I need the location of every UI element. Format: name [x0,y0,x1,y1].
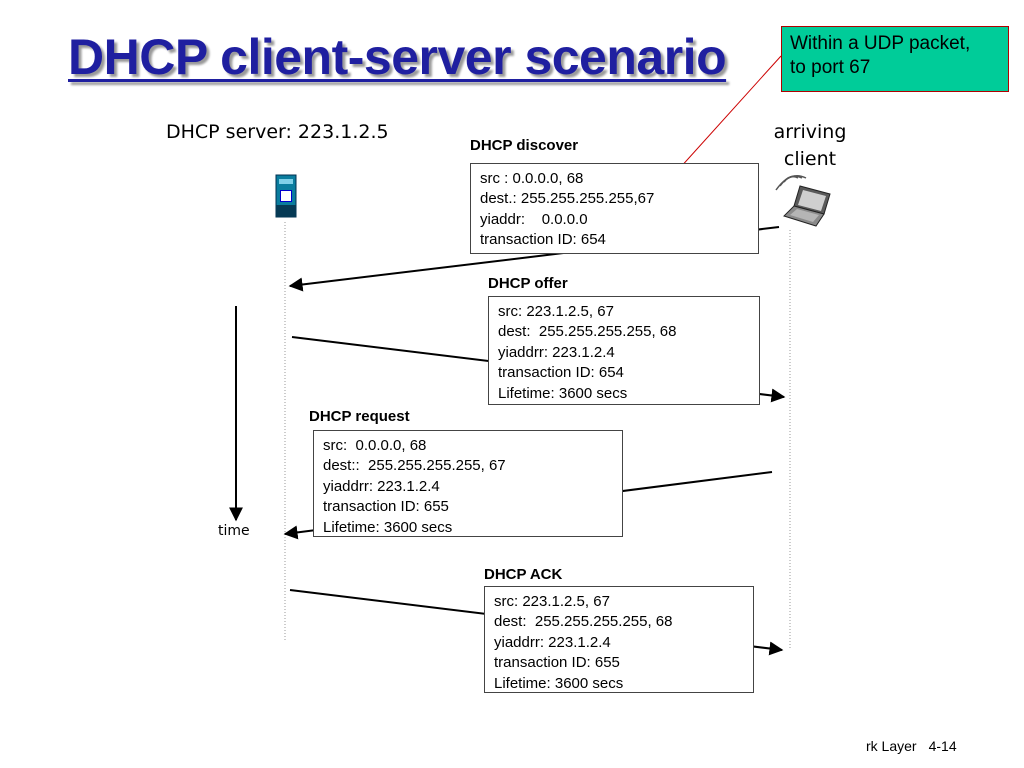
box-line: src: 223.1.2.5, 67 [494,593,610,610]
client-label-line-1: arriving [773,121,847,143]
box-line: transaction ID: 654 [480,231,606,249]
slide-footer: rk Layer 4-14 [866,738,957,754]
client-label: arriving client [760,119,860,173]
page-number: 4-14 [928,738,957,754]
box-line: src : 0.0.0.0, 68 [480,170,584,187]
discover-box: src : 0.0.0.0, 68 dest.: 255.255.255.255… [470,163,759,254]
client-label-line-2: client [783,148,837,170]
callout-line-2: to port 67 [790,57,871,78]
discover-title: DHCP discover [470,137,579,154]
laptop-wireless-icon [775,175,831,227]
box-line: dest: 255.255.255.255, 68 [498,323,677,341]
box-line: Lifetime: 3600 secs [323,518,453,536]
box-line: dest: 255.255.255.255, 68 [494,613,673,631]
ack-box: src: 223.1.2.5, 67 dest: 255.255.255.255… [484,586,754,693]
offer-box: src: 223.1.2.5, 67 dest: 255.255.255.255… [488,296,760,405]
box-line: yiaddrr: 223.1.2.4 [498,343,615,361]
server-tower-icon [275,174,297,218]
offer-title: DHCP offer [488,275,568,292]
time-label: time [218,523,250,539]
box-line: dest.: 255.255.255.255,67 [480,190,655,208]
ack-title: DHCP ACK [484,566,563,583]
box-line: dest:: 255.255.255.255, 67 [323,457,506,475]
box-line: yiaddr: 0.0.0.0 [480,210,588,228]
request-box: src: 0.0.0.0, 68 dest:: 255.255.255.255,… [313,430,623,537]
box-line: Lifetime: 3600 secs [498,384,628,402]
footer-chapter: rk Layer [866,738,917,754]
slide-title: DHCP client-server scenario [68,29,727,85]
box-line: yiaddrr: 223.1.2.4 [323,477,440,495]
udp-callout: Within a UDP packet, to port 67 [781,26,1009,92]
box-line: src: 0.0.0.0, 68 [323,437,427,454]
request-title: DHCP request [309,408,410,425]
callout-line-1: Within a UDP packet, [790,33,971,54]
box-line: transaction ID: 655 [494,654,620,672]
server-label: DHCP server: 223.1.2.5 [166,121,389,143]
box-line: yiaddrr: 223.1.2.4 [494,633,611,651]
box-line: transaction ID: 654 [498,364,624,382]
box-line: src: 223.1.2.5, 67 [498,303,614,320]
box-line: transaction ID: 655 [323,498,449,516]
box-line: Lifetime: 3600 secs [494,674,624,692]
